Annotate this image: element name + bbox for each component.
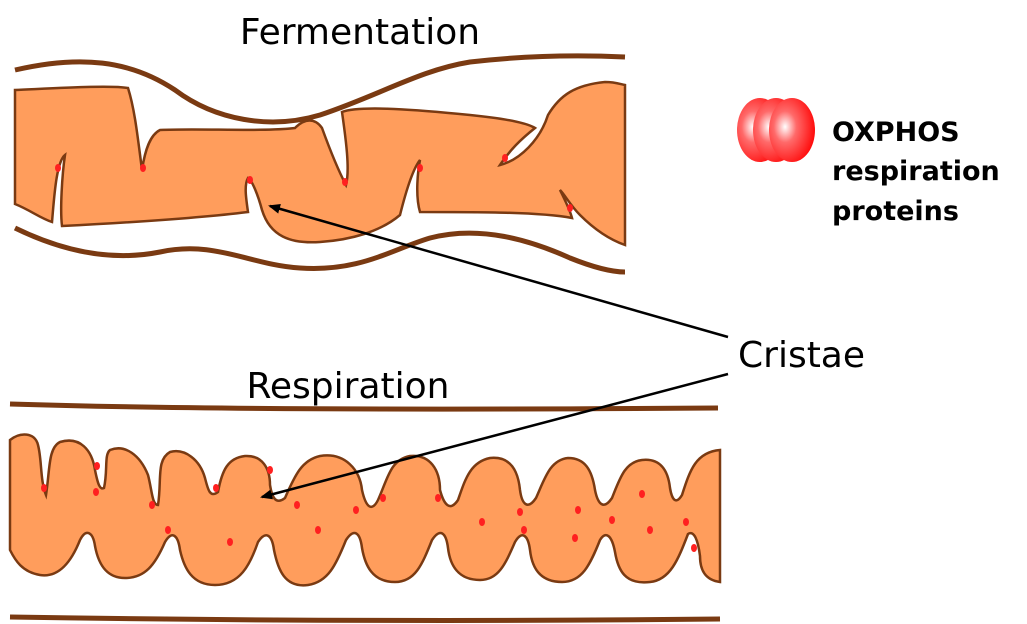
protein-dot	[417, 164, 423, 172]
cristae-arrow-fermentation	[270, 206, 728, 337]
protein-dot	[294, 501, 300, 509]
protein-dot	[93, 488, 99, 496]
respiration-matrix	[10, 435, 720, 586]
protein-dot	[353, 506, 359, 514]
protein-dot	[315, 526, 321, 534]
protein-dot	[435, 494, 441, 502]
legend-line-1: OXPHOS	[832, 117, 960, 148]
protein-dot	[691, 544, 697, 552]
fermentation-title: Fermentation	[240, 12, 480, 53]
protein-dot	[149, 501, 155, 509]
protein-dot	[609, 516, 615, 524]
oxphos-protein-icon	[737, 98, 815, 162]
protein-dot	[227, 538, 233, 546]
protein-dot	[342, 178, 348, 186]
protein-dot	[575, 506, 581, 514]
protein-dot	[683, 518, 689, 526]
protein-dot	[567, 204, 573, 212]
protein-dot	[55, 164, 61, 172]
protein-dot	[479, 518, 485, 526]
legend-line-2: respiration	[832, 156, 1000, 187]
respiration-title: Respiration	[247, 366, 450, 407]
protein-dot	[647, 526, 653, 534]
respiration-outer-membrane-bottom	[10, 617, 720, 620]
protein-dot	[502, 154, 508, 162]
protein-dot	[247, 176, 253, 184]
protein-dot	[639, 490, 645, 498]
protein-dot	[521, 526, 527, 534]
protein-dot	[380, 494, 386, 502]
protein-dot	[94, 462, 100, 470]
protein-dot	[517, 508, 523, 516]
legend-line-3: proteins	[832, 196, 959, 227]
protein-dot	[140, 164, 146, 172]
protein-dot	[165, 526, 171, 534]
protein-dot	[572, 534, 578, 542]
protein-dot	[41, 484, 47, 492]
protein-dot	[213, 484, 219, 492]
cristae-label: Cristae	[738, 335, 865, 376]
protein-dot	[267, 466, 273, 474]
